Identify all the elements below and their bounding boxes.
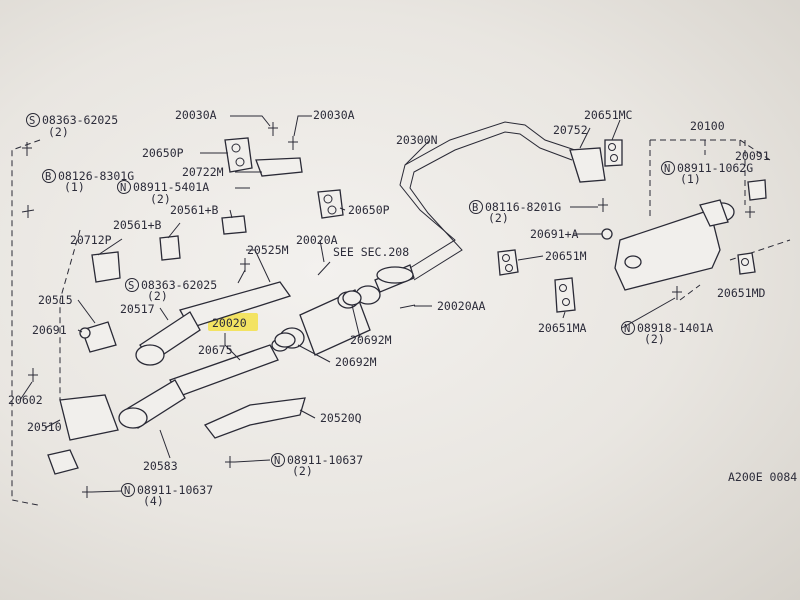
label-20300N: 20300N [396,133,438,147]
bracket-20722M [255,157,303,177]
label-20691-left: 20691 [32,323,67,337]
label-08116-8201G: 08116-8201G [485,200,561,214]
center-pipe-resonator [376,266,414,284]
label-20030A-right: 20030A [313,108,355,122]
left-group-boundary-inner [59,229,81,400]
svg-text:(4): (4) [143,494,164,508]
label-08363-62025-mid: 08363-62025 [141,278,217,292]
svg-text:S: S [29,115,35,127]
heat-shield-20520Q [203,397,306,439]
diagram-code: A200E 0084 [728,470,797,484]
label-08126-8301G: 08126-8301G [58,169,134,183]
label-20722M: 20722M [182,165,224,179]
label-20651M: 20651M [545,249,587,263]
svg-text:B: B [472,202,478,214]
label-20692M-right: 20692M [350,333,392,347]
svg-text:S: S [128,280,134,292]
bracket-20752 [569,147,606,183]
svg-text:(1): (1) [680,172,701,186]
label-08911-5401A: 08911-5401A [133,180,209,194]
gasket-20692M-left [274,332,296,348]
ring-20691 [79,327,91,339]
label-20692M-left: 20692M [335,355,377,369]
svg-text:B: B [45,171,51,183]
svg-text:(2): (2) [147,289,168,303]
label-20583: 20583 [143,459,178,473]
front-exhaust-pipe-assembly [47,251,292,475]
svg-text:N: N [624,323,630,335]
leader-lines [19,115,676,493]
ring-20691A [601,228,613,240]
rubber-hanger-20651M [497,249,519,276]
label-08363-62025-top: 08363-62025 [42,113,118,127]
label-20020A: 20020A [296,233,338,247]
label-20752: 20752 [553,123,588,137]
bolts [21,122,755,498]
label-08911-10637-mid: 08911-10637 [287,453,363,467]
rubber-hanger-20651MA [554,277,576,313]
svg-text:(2): (2) [48,125,69,139]
label-20561B-right: 20561+B [170,203,219,217]
label-20602: 20602 [8,393,43,407]
label-20651MD: 20651MD [717,286,766,300]
label-20517: 20517 [120,302,155,316]
center-pipe-20300N [399,121,576,269]
label-20525M: 20525M [247,243,289,257]
rear-muffler-20100 [614,199,735,291]
clamp-20561B-right [221,215,247,235]
reference-labels: S B N S B N N N N 08363-62025 (2) 08126-… [8,108,797,508]
rubber-hanger-20650P-left [224,137,253,173]
svg-text:N: N [664,163,670,175]
rubber-hanger-20650P-right [317,189,344,219]
svg-text:(2): (2) [150,192,171,206]
label-see-sec-208: SEE SEC.208 [333,245,409,259]
rubber-hanger-20651MC [604,139,623,167]
label-08911-1062G: 08911-1062G [677,161,753,175]
svg-text:(1): (1) [64,180,85,194]
label-20650P-left: 20650P [142,146,184,160]
label-20515: 20515 [38,293,73,307]
label-20020AA: 20020AA [437,299,486,313]
label-20675: 20675 [198,343,233,357]
label-20712P: 20712P [70,233,112,247]
clamp-20561B-left [159,235,181,261]
label-20651MC: 20651MC [584,108,633,122]
label-20030A-left: 20030A [175,108,217,122]
label-20020-highlighted: 20020 [212,316,247,330]
svg-text:N: N [124,485,130,497]
label-20100: 20100 [690,119,725,133]
label-08918-1401A: 08918-1401A [637,321,713,335]
gasket-20692M-right [342,290,362,306]
label-20510: 20510 [27,420,62,434]
svg-text:N: N [120,182,126,194]
label-20520Q: 20520Q [320,411,362,425]
label-20650P-right: 20650P [348,203,390,217]
label-20691A: 20691+A [530,227,579,241]
tail-tip-20091 [747,179,767,201]
svg-text:(2): (2) [488,211,509,225]
label-20561B-left: 20561+B [113,218,162,232]
label-20651MA: 20651MA [538,321,587,335]
svg-text:(2): (2) [644,332,665,346]
label-20091: 20091 [735,149,770,163]
left-group-boundary [11,139,41,506]
muffler-group-bracket [649,139,771,220]
label-08911-10637-bottom: 08911-10637 [137,483,213,497]
rubber-hanger-20651MD [737,252,756,275]
svg-text:N: N [274,455,280,467]
svg-text:(2): (2) [292,464,313,478]
